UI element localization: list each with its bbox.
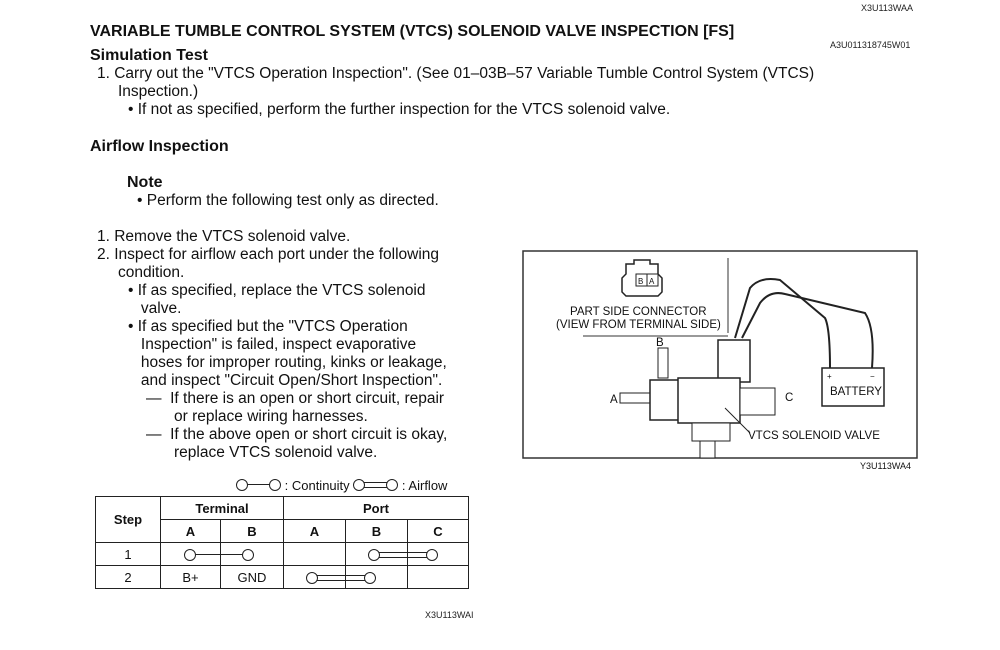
port-b-label: B: [656, 337, 664, 349]
legend-continuity: : Continuity: [284, 478, 350, 493]
text: If as specified but the "VTCS Operation: [137, 318, 408, 335]
battery-icon: [821, 367, 885, 407]
dash-1-cont: or replace wiring harnesses.: [174, 408, 368, 425]
simulation-step1-cont: Inspection.): [118, 83, 199, 100]
vtcs-solenoid-diagram: B A PART SIDE CONNECTOR (VIEW FROM TERMI…: [522, 250, 918, 471]
bullet-2: • If as specified but the "VTCS Operatio…: [128, 318, 447, 389]
header-terminal: Terminal: [160, 496, 284, 520]
terminal-a: A: [649, 277, 655, 286]
col-port-a: A: [283, 519, 346, 543]
note-bullet: • Perform the following test only as dir…: [137, 192, 439, 209]
battery-plus: +: [827, 372, 832, 381]
terminal-b: B: [638, 277, 643, 286]
figure-code: Y3U113WA4: [860, 461, 911, 471]
text: If the above open or short circuit is ok…: [170, 426, 448, 443]
dash-1: — If there is an open or short circuit, …: [146, 390, 445, 407]
table-code: X3U113WAI: [425, 610, 474, 620]
airflow-heading: Airflow Inspection: [90, 138, 229, 155]
dash-2-cont: replace VTCS solenoid valve.: [174, 444, 378, 461]
valve-label: VTCS SOLENOID VALVE: [748, 430, 880, 442]
battery-minus: −: [870, 372, 875, 381]
title-code: A3U011318745W01: [830, 40, 911, 50]
row1-continuity-symbol-icon: [184, 549, 254, 561]
note-heading: Note: [127, 174, 163, 191]
col-terminal-a: A: [160, 519, 221, 543]
connector-label: PART SIDE CONNECTOR: [570, 306, 707, 318]
row2-airflow-symbol-icon: [306, 572, 376, 584]
step-2: 2. Inspect for airflow each port under t…: [97, 246, 440, 263]
header-code: X3U113WAA: [861, 3, 914, 13]
terminal-b-cell: GND: [220, 565, 284, 589]
airflow-symbol-icon: [353, 479, 399, 491]
text: and inspect "Circuit Open/Short Inspecti…: [140, 372, 443, 389]
simulation-heading: Simulation Test: [90, 47, 208, 64]
port-a-label: A: [610, 394, 618, 406]
battery-label: BATTERY: [830, 386, 882, 398]
terminal-a-cell: B+: [160, 565, 221, 589]
connector-icon: B A: [621, 259, 663, 297]
bullet-1: • If as specified, replace the VTCS sole…: [128, 282, 426, 317]
col-port-b: B: [345, 519, 408, 543]
text: Inspection" is failed, inspect evaporati…: [140, 336, 417, 353]
row1-airflow-symbol-icon: [368, 549, 438, 561]
port-c-label: C: [785, 392, 793, 404]
simulation-bullet: • If not as specified, perform the furth…: [128, 101, 671, 118]
text: valve.: [140, 300, 182, 317]
legend-airflow: : Airflow: [401, 478, 448, 493]
step-2-cont: condition.: [118, 264, 185, 281]
col-terminal-b: B: [220, 519, 284, 543]
legend: : Continuity : Airflow: [236, 478, 447, 493]
col-port-c: C: [407, 519, 469, 543]
header-port: Port: [283, 496, 469, 520]
bullet-text: If not as specified, perform the further…: [137, 101, 671, 118]
header-step: Step: [95, 496, 161, 543]
text: If there is an open or short circuit, re…: [170, 390, 445, 407]
page-title: VARIABLE TUMBLE CONTROL SYSTEM (VTCS) SO…: [90, 23, 735, 40]
step-cell: 2: [95, 565, 161, 589]
step-1: 1. Remove the VTCS solenoid valve.: [97, 228, 351, 245]
simulation-step1: 1. Carry out the "VTCS Operation Inspect…: [97, 65, 815, 82]
continuity-symbol-icon: [236, 479, 281, 491]
connector-label-sub: (VIEW FROM TERMINAL SIDE): [556, 319, 721, 331]
step-cell: 1: [95, 542, 161, 566]
text: If as specified, replace the VTCS soleno…: [137, 282, 426, 299]
note-text: Perform the following test only as direc…: [146, 192, 439, 209]
dash-2: — If the above open or short circuit is …: [146, 426, 448, 443]
text: hoses for improper routing, kinks or lea…: [140, 354, 447, 371]
